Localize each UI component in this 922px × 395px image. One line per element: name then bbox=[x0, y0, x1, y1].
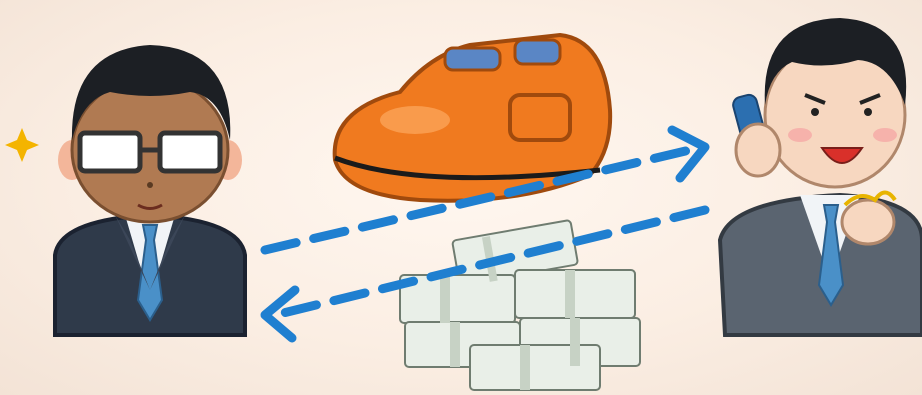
right-businessman bbox=[720, 18, 922, 335]
sparkle-icon bbox=[5, 128, 39, 162]
money-stack bbox=[400, 220, 640, 390]
left-businessman bbox=[5, 45, 245, 335]
